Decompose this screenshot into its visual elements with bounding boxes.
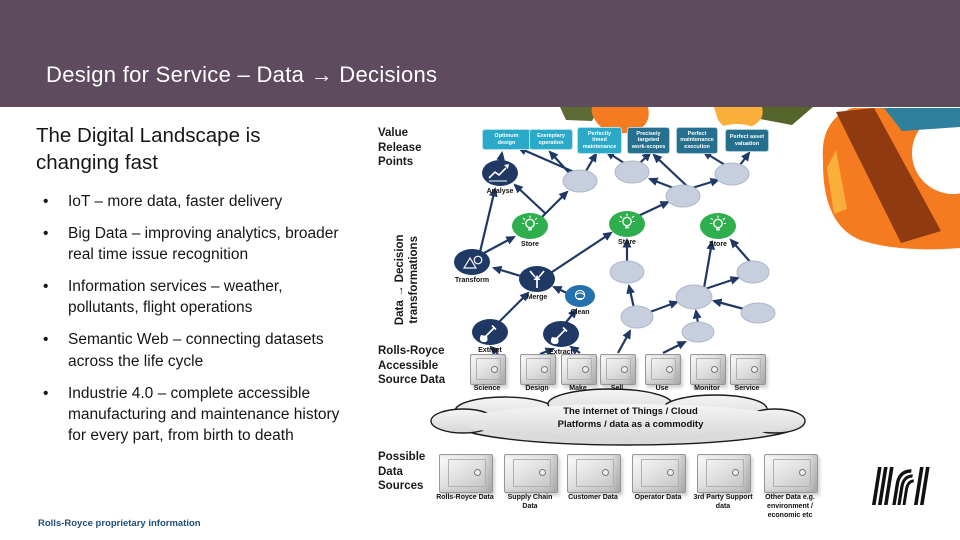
data-source-label: Other Data e.g. environment / economic e… bbox=[765, 494, 815, 519]
node-caption: Store bbox=[618, 239, 636, 246]
node-caption: Store bbox=[521, 241, 539, 248]
safe-icon bbox=[439, 454, 493, 493]
safe-icon bbox=[504, 454, 558, 493]
slide-header: Design for Service – Data → Decisions bbox=[0, 0, 960, 107]
safe-icon bbox=[690, 354, 726, 385]
node-caption: Analyse bbox=[486, 188, 514, 195]
lifecycle-stage-label: Service bbox=[734, 385, 760, 392]
node-caption: Transform bbox=[454, 277, 490, 284]
decorative-shapes bbox=[560, 107, 960, 250]
data-source-label: Operator Data bbox=[634, 494, 682, 501]
safe-icon bbox=[470, 354, 506, 385]
cloud-caption: The internet of Things / Cloud Platforms… bbox=[498, 406, 763, 432]
safe-icon bbox=[600, 354, 636, 385]
accessible-source-data-label: Rolls-Royce Accessible Source Data bbox=[378, 345, 446, 387]
store-icon bbox=[609, 211, 645, 237]
process-nodes bbox=[454, 160, 736, 347]
lifecycle-stage-label: Sell bbox=[610, 385, 624, 392]
lifecycle-stage-label: Monitor bbox=[694, 385, 720, 392]
bullet-item: Semantic Web – connecting datasets acros… bbox=[36, 329, 352, 371]
possible-data-sources-label: Possible Data Sources bbox=[378, 451, 426, 493]
value-box: Perfectly timed maintenance bbox=[577, 127, 622, 154]
node-caption: Clean bbox=[570, 309, 590, 316]
lifecycle-stage-label: Make bbox=[569, 385, 587, 392]
safe-icon bbox=[567, 454, 621, 493]
institute-logo bbox=[871, 467, 930, 505]
data-source-label: 3rd Party Support data bbox=[693, 494, 753, 510]
data-node bbox=[562, 160, 776, 343]
lifecycle-stage-label: Design bbox=[525, 385, 549, 392]
data-source-label: Customer Data bbox=[568, 494, 618, 501]
slide-title: Design for Service – Data → Decisions bbox=[46, 62, 438, 87]
value-box: Perfect maintenance execution bbox=[676, 127, 718, 154]
value-box: Precisely targeted work-scopes bbox=[627, 127, 670, 154]
safe-icon bbox=[561, 354, 597, 385]
store-icon bbox=[512, 213, 548, 239]
proprietary-note: Rolls-Royce proprietary information bbox=[38, 518, 201, 529]
value-box: Perfect asset valuation bbox=[725, 129, 769, 152]
safe-icon bbox=[697, 454, 751, 493]
bullet-item: IoT – more data, faster delivery bbox=[36, 191, 352, 212]
data-decision-transformations-label: Data → Decision transformations bbox=[394, 234, 420, 326]
section-heading: The Digital Landscape is changing fast bbox=[36, 124, 261, 175]
node-caption: Store bbox=[709, 241, 727, 248]
lifecycle-stage-label: Science bbox=[473, 385, 501, 392]
node-caption: Extract bbox=[549, 349, 573, 356]
flow-arrows bbox=[478, 146, 753, 356]
safe-icon bbox=[632, 454, 686, 493]
store-icon bbox=[700, 213, 736, 239]
cloud-caption-line2: Platforms / data as a commodity bbox=[557, 418, 704, 430]
safe-icon bbox=[520, 354, 556, 385]
safe-icon bbox=[730, 354, 766, 385]
safe-icon bbox=[645, 354, 681, 385]
clean-icon bbox=[565, 285, 595, 307]
bullet-item: Industrie 4.0 – complete accessible manu… bbox=[36, 383, 352, 446]
value-release-points-label: Value Release Points bbox=[378, 127, 422, 169]
node-caption: Merge bbox=[526, 294, 548, 301]
safe-icon bbox=[764, 454, 818, 493]
bullet-item: Big Data – improving analytics, broader … bbox=[36, 223, 352, 265]
value-box: Optimum design bbox=[482, 129, 531, 150]
cloud-shape bbox=[430, 388, 806, 446]
bullet-list: IoT – more data, faster delivery Big Dat… bbox=[36, 191, 352, 446]
bullet-item: Information services – weather, pollutan… bbox=[36, 276, 352, 318]
cloud-caption-line1: The internet of Things / Cloud bbox=[563, 406, 698, 417]
data-source-label: Supply Chain Data bbox=[507, 494, 553, 510]
node-caption: Extract bbox=[478, 347, 502, 354]
value-box: Exemplary operation bbox=[529, 129, 573, 150]
data-source-label: Rolls-Royce Data bbox=[436, 494, 494, 501]
text-column: The Digital Landscape is changing fast I… bbox=[36, 122, 352, 457]
lifecycle-stage-label: Use bbox=[655, 385, 669, 392]
